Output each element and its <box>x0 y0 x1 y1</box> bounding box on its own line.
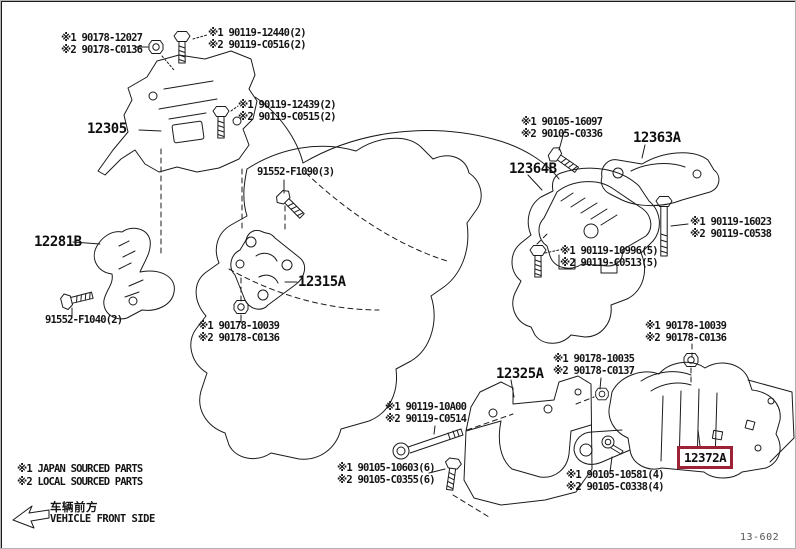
callout-90178-12027[interactable]: ※1 90178-12027 ※2 90178-C0136 <box>61 32 143 56</box>
part-label-12325A[interactable]: 12325A <box>496 366 544 382</box>
leader-lines-dotted <box>161 34 560 254</box>
callout-90178-10039-right[interactable]: ※1 90178-10039 ※2 90178-C0136 <box>645 320 727 344</box>
bolt-icon-91552-F1090 <box>273 187 309 223</box>
callout-90119-12440[interactable]: ※1 90119-12440(2) ※2 90119-C0516(2) <box>208 27 307 51</box>
page-code: 13-602 <box>740 532 780 543</box>
callout-90178-10035[interactable]: ※1 90178-10035 ※2 90178-C0137 <box>553 353 635 377</box>
part-label-12372A-highlighted[interactable]: 12372A <box>677 446 734 469</box>
nut-icon-90178-10039-right <box>683 353 699 367</box>
part-12363A-shape <box>600 152 720 207</box>
callout-91552-F1040[interactable]: 91552-F1040(2) <box>45 314 123 326</box>
nut-icon-90178-10035 <box>595 387 609 401</box>
bolt-icon-91552-F1040 <box>59 286 95 312</box>
part-12305-shape <box>97 50 304 176</box>
bolt-icon-90119-10996 <box>529 245 547 278</box>
callout-90105-10603[interactable]: ※1 90105-10603(6) ※2 90105-C0355(6) <box>337 462 436 486</box>
vehicle-front-label-cn: 车辆前方 <box>50 500 98 514</box>
bolt-icon-90105-10581 <box>601 435 624 455</box>
part-12325A-shape <box>463 375 593 506</box>
callout-90178-10039-left[interactable]: ※1 90178-10039 ※2 90178-C0136 <box>198 320 280 344</box>
callout-91552-F1090[interactable]: 91552-F1090(3) <box>257 166 335 178</box>
part-label-12364B[interactable]: 12364B <box>509 161 557 177</box>
bolt-icon-90119-16023 <box>655 196 673 257</box>
part-12315A-shape <box>230 229 306 310</box>
sourcing-legend: ※1 JAPAN SOURCED PARTS ※2 LOCAL SOURCED … <box>17 463 143 488</box>
legend-japan-sourced: ※1 JAPAN SOURCED PARTS <box>17 463 143 475</box>
bolt-icon-90119-12440 <box>173 31 191 64</box>
bolt-icon-90105-10603 <box>441 456 463 492</box>
part-12364B-shape <box>538 181 652 274</box>
callout-90105-16097[interactable]: ※1 90105-16097 ※2 90105-C0336 <box>521 116 603 140</box>
engine-block-outline <box>190 130 660 460</box>
callout-90105-10581[interactable]: ※1 90105-10581(4) ※2 90105-C0338(4) <box>566 469 665 493</box>
callout-90119-10A00[interactable]: ※1 90119-10A00 ※2 90119-C0514 <box>385 401 467 425</box>
assembly-lines-dashed <box>160 148 693 518</box>
callout-90119-16023[interactable]: ※1 90119-16023 ※2 90119-C0538 <box>690 216 772 240</box>
callout-90119-10996[interactable]: ※1 90119-10996(5) ※2 90119-C0513(5) <box>560 245 659 269</box>
bolt-icon-90119-10A00 <box>392 428 464 460</box>
vehicle-front-arrow-icon <box>12 505 50 529</box>
bolt-icon-90119-12439 <box>212 106 230 139</box>
nut-icon-90178-12027 <box>148 40 164 54</box>
part-label-12281B[interactable]: 12281B <box>34 234 82 250</box>
part-label-12363A[interactable]: 12363A <box>633 130 681 146</box>
legend-local-sourced: ※2 LOCAL SOURCED PARTS <box>17 475 143 488</box>
part-12281B-shape <box>93 227 175 320</box>
vehicle-front-label-en: VEHICLE FRONT SIDE <box>50 513 155 525</box>
leader-lines-solid <box>71 46 701 474</box>
callout-90119-12439[interactable]: ※1 90119-12439(2) ※2 90119-C0515(2) <box>238 99 337 123</box>
part-label-12315A[interactable]: 12315A <box>298 274 346 290</box>
part-label-12305[interactable]: 12305 <box>87 121 127 137</box>
part-12372A-shape <box>573 361 795 479</box>
